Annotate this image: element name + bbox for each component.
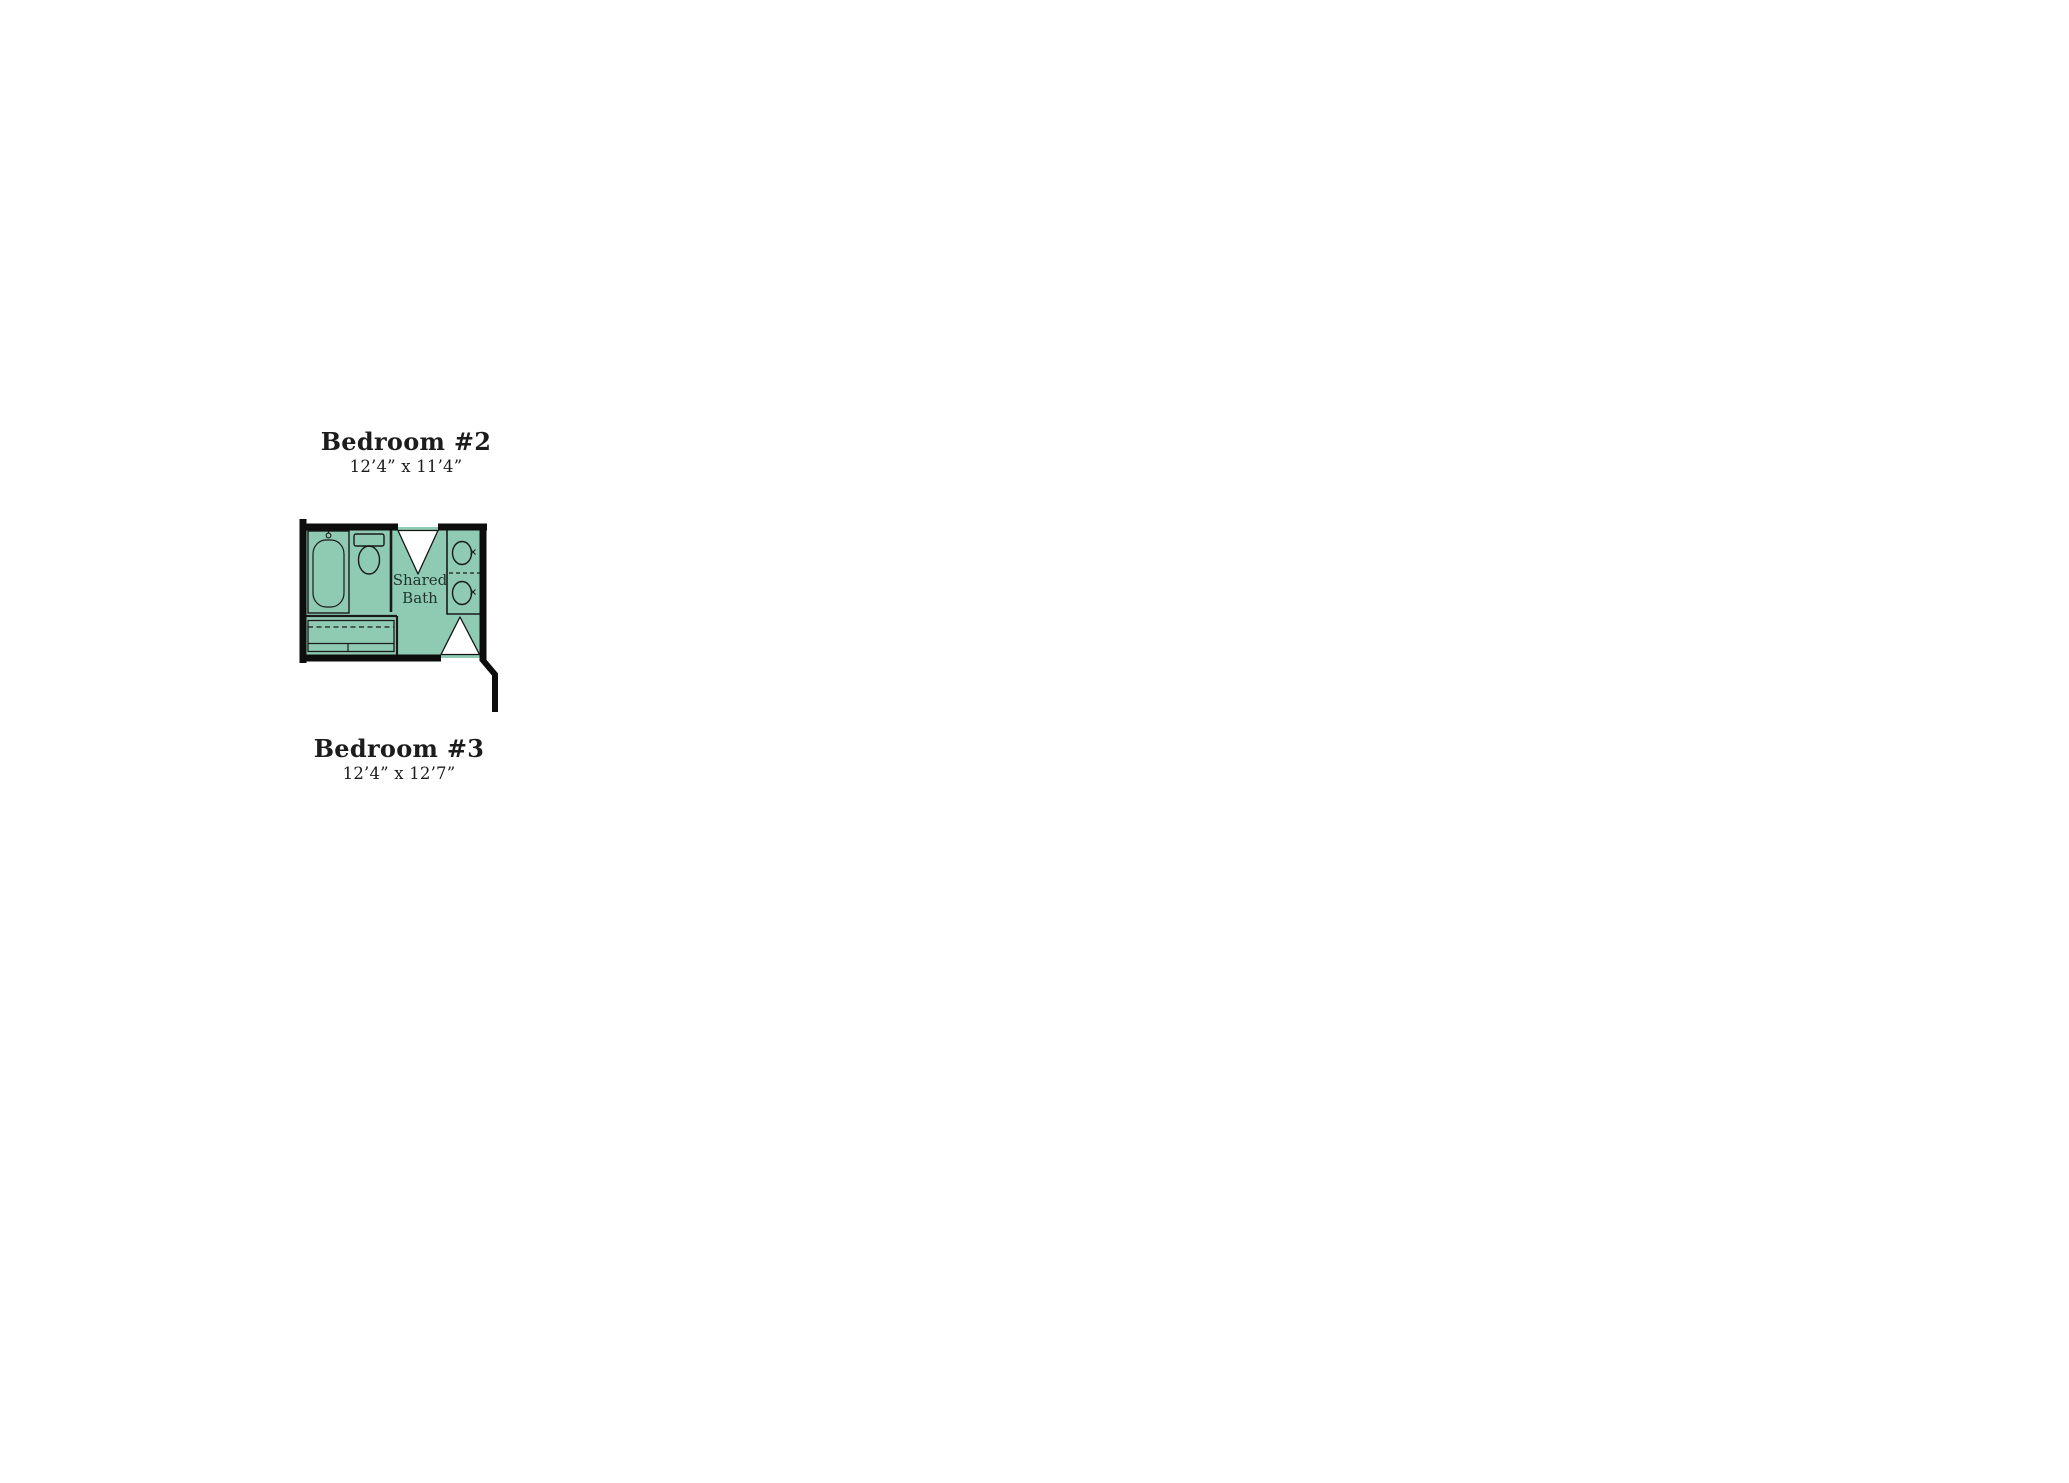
sink-bottom-faucet-icon — [470, 589, 476, 595]
toilet-bowl — [357, 545, 381, 575]
door-swing-bedroom3 — [440, 616, 481, 656]
bedroom3-dimensions: 12’4” x 12’7” — [342, 764, 456, 783]
bedroom3-label-block: Bedroom #3 12’4” x 12’7” — [239, 735, 559, 783]
shared-bath-floorplan: Shared Bath — [299, 519, 498, 712]
closet — [307, 619, 395, 653]
door-swing-bedroom2 — [397, 529, 439, 575]
wall-bedroom3-jog — [479, 656, 498, 712]
bedroom2-dimensions: 12’4” x 11’4” — [349, 457, 463, 476]
shared-bath-label-line2: Bath — [402, 589, 438, 607]
bedroom3-name: Bedroom #3 — [313, 734, 485, 763]
walls — [299, 519, 498, 712]
door-swings — [397, 529, 481, 656]
bedroom2-label-block: Bedroom #2 12’4” x 11’4” — [246, 428, 566, 476]
sink-top-faucet-icon — [470, 549, 476, 555]
bedroom2-name: Bedroom #2 — [320, 427, 492, 456]
bathtub-basin — [312, 539, 345, 608]
shared-bath-label-line1: Shared — [393, 571, 448, 589]
bath-label: Shared Bath — [393, 571, 448, 607]
vanity-counter — [446, 530, 480, 615]
fixtures — [306, 530, 480, 655]
